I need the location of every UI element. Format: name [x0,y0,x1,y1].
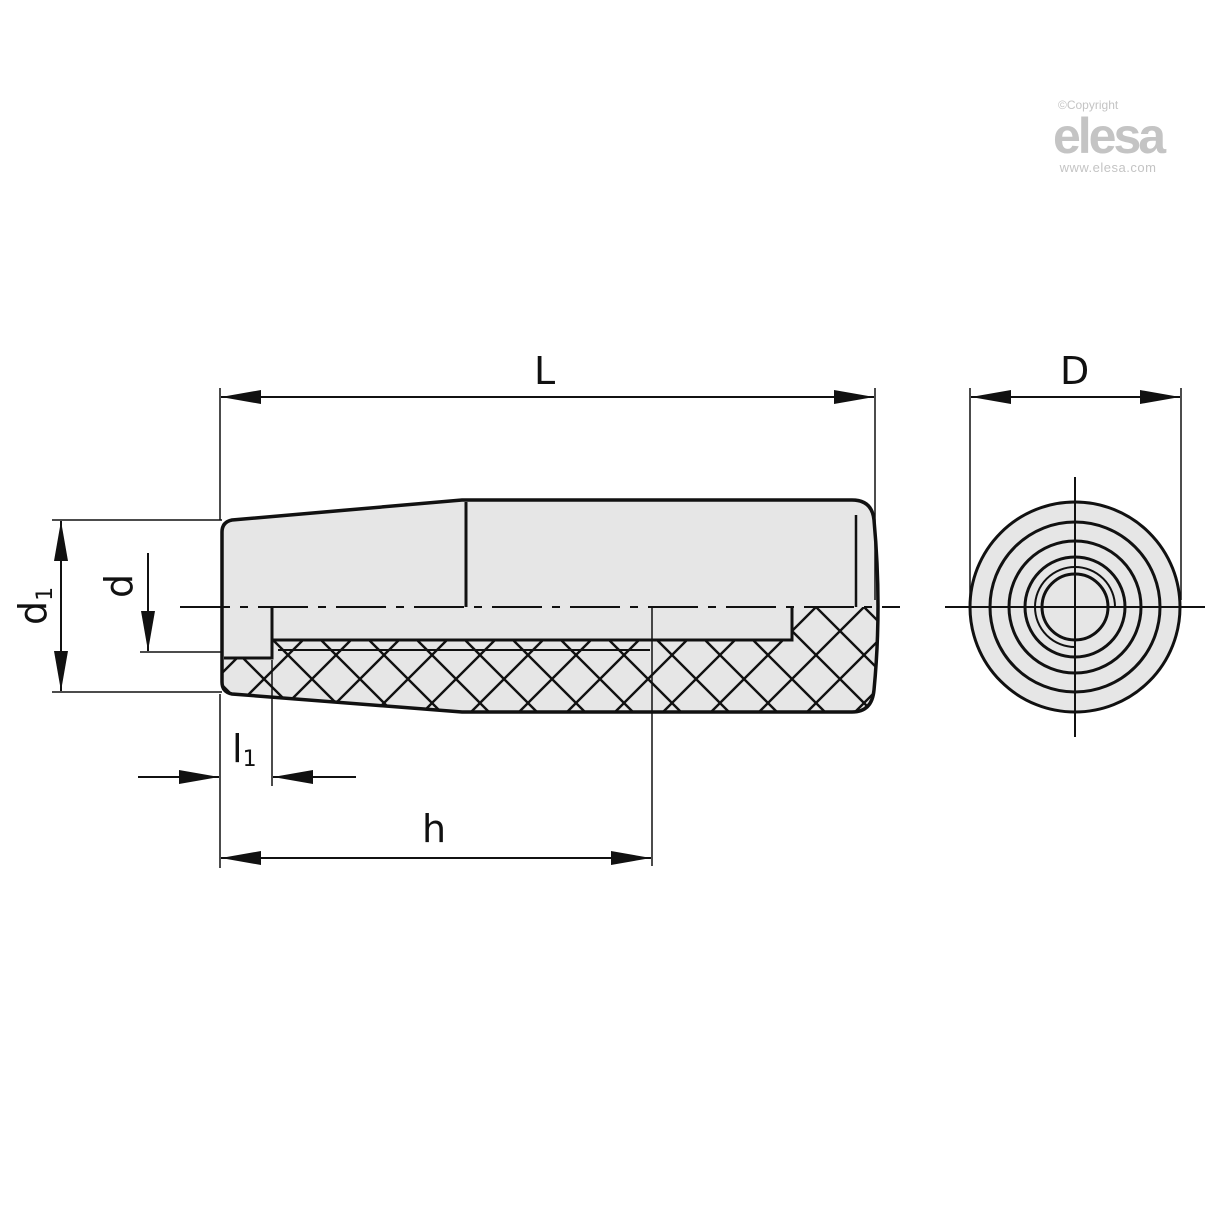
label-D: D [1060,349,1089,393]
copyright-text: ©Copyright [1058,98,1119,112]
label-d: d [97,574,141,598]
dimension-D: D [969,349,1182,600]
dimension-L: L [219,349,876,600]
label-d1: d1 [11,587,58,625]
end-view [945,477,1205,737]
label-h: h [422,807,446,851]
side-view [180,498,900,714]
dimension-h: h [221,607,653,866]
elesa-watermark: ©Copyright elesa www.elesa.com [1038,98,1178,175]
website-url: www.elesa.com [1059,160,1157,175]
dimension-d1: d1 [11,519,222,693]
elesa-logo: elesa [1052,108,1166,164]
dimension-d: d [97,553,222,653]
dimension-l1: l1 [138,660,356,868]
label-L: L [534,349,555,393]
hatched-section [222,580,878,712]
label-l1: l1 [232,727,257,772]
